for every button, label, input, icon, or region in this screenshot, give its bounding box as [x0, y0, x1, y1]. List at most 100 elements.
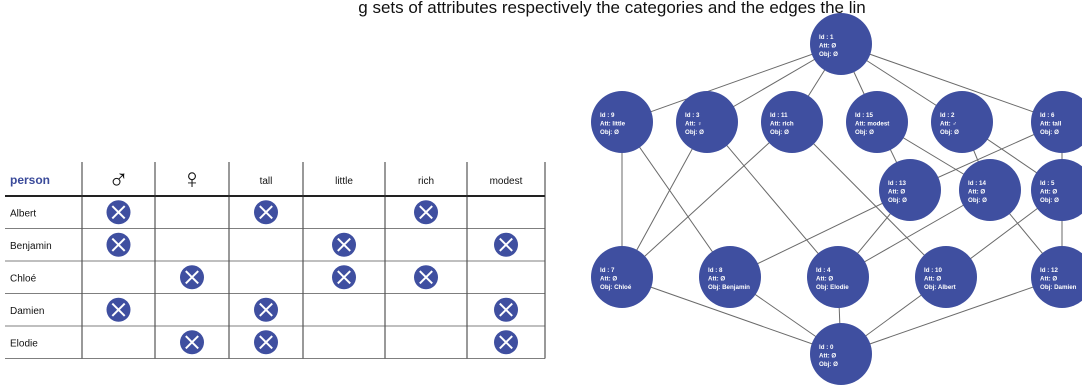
table-row-label: Albert — [10, 208, 36, 219]
lattice-edge — [729, 189, 911, 278]
table-cross-mark — [106, 297, 131, 322]
node-id-label: Id : 10 — [924, 267, 942, 274]
node-att-label: Att: Ø — [1040, 189, 1057, 196]
table-cross-mark — [106, 200, 131, 225]
node-id-label: Id : 2 — [940, 112, 955, 119]
lattice-node: Id : 3 Att: ♀Obj: Ø — [676, 91, 738, 153]
node-obj-label: Obj: Chloé — [600, 284, 632, 291]
node-id-label: Id : 9 — [600, 112, 615, 119]
table-header-cell: person — [10, 173, 50, 187]
node-id-label: Id : 8 — [708, 267, 723, 274]
table-header-cell: ♀ — [182, 163, 203, 194]
table-cross-mark — [414, 265, 438, 290]
node-att-label: Att: Ø — [819, 43, 836, 50]
caption-text: g sets of attributes respectively the ca… — [358, 0, 865, 17]
table-row-label: Chloé — [10, 273, 37, 284]
node-att-label: Att: Ø — [708, 276, 725, 283]
table-cross-mark — [106, 232, 131, 257]
node-obj-label: Obj: Ø — [1040, 129, 1059, 136]
node-att-label: Att: Ø — [819, 353, 836, 360]
lattice-edge — [621, 121, 793, 278]
node-att-label: Att: tall — [1040, 121, 1062, 128]
node-obj-label: Obj: Ø — [1040, 197, 1059, 204]
node-obj-label: Obj: Ø — [940, 129, 959, 136]
node-id-label: Id : 14 — [968, 180, 986, 187]
lattice-edge — [840, 43, 1063, 123]
lattice-edge — [621, 43, 842, 123]
node-id-label: Id : 11 — [770, 112, 788, 119]
lattice-edge — [791, 121, 947, 278]
node-id-label: Id : 6 — [1040, 112, 1055, 119]
table-header-cell: little — [335, 176, 353, 187]
node-id-label: Id : 1 — [819, 34, 834, 41]
node-id-label: Id : 13 — [888, 180, 906, 187]
table-cross-mark — [254, 200, 278, 225]
node-id-label: Id : 4 — [816, 267, 831, 274]
node-obj-label: Obj: Ø — [968, 197, 987, 204]
table-header-cell: ♂ — [108, 163, 129, 194]
node-att-label: Att: modest — [855, 121, 889, 128]
table-cross-mark — [254, 297, 278, 322]
table-row-label: Benjamin — [10, 241, 52, 252]
node-obj-label: Obj: Ø — [770, 129, 789, 136]
node-att-label: Att: ♂ — [940, 121, 957, 128]
table-cross-mark — [180, 265, 204, 290]
node-obj-label: Obj: Ø — [600, 129, 619, 136]
lattice-node: Id : 2 Att: ♂Obj: Ø — [931, 91, 993, 153]
node-obj-label: Obj: Elodie — [816, 284, 849, 291]
node-obj-label: Obj: Ø — [855, 129, 874, 136]
lattice-edge — [706, 121, 839, 278]
lattice-edge — [621, 121, 731, 278]
node-obj-label: Obj: Ø — [685, 129, 704, 136]
table-header-cell: rich — [418, 176, 434, 187]
table-row-label: Elodie — [10, 338, 38, 349]
node-obj-label: Obj: Albert — [924, 284, 956, 291]
table-cross-mark — [180, 330, 204, 355]
node-att-label: Att: rich — [770, 121, 794, 128]
node-id-label: Id : 12 — [1040, 267, 1058, 274]
node-obj-label: Obj: Benjamin — [708, 284, 750, 291]
table-cross-mark — [254, 330, 278, 355]
table-row-label: Damien — [10, 306, 44, 317]
table-cross-mark — [332, 265, 356, 290]
node-obj-label: Obj: Ø — [888, 197, 907, 204]
node-att-label: Att: Ø — [1040, 276, 1057, 283]
table-header-cell: tall — [260, 176, 273, 187]
table-cross-mark — [332, 232, 356, 257]
node-obj-label: Obj: Ø — [819, 361, 838, 368]
table-cross-mark — [494, 297, 518, 322]
node-att-label: Att: Ø — [968, 189, 985, 196]
table-cross-mark — [494, 232, 518, 257]
node-id-label: Id : 5 — [1040, 180, 1055, 187]
node-att-label: Att: Ø — [888, 189, 905, 196]
table-cross-mark — [494, 330, 518, 355]
lattice-edge — [840, 276, 1063, 355]
table-cross-mark — [414, 200, 438, 225]
node-att-label: Att: Ø — [816, 276, 833, 283]
lattice-edge — [621, 276, 842, 355]
node-id-label: Id : 0 — [819, 344, 834, 351]
node-id-label: Id : 15 — [855, 112, 873, 119]
node-att-label: Att: Ø — [924, 276, 941, 283]
node-att-label: Att: little — [600, 121, 626, 128]
node-obj-label: Obj: Ø — [819, 51, 838, 58]
node-att-label: Att: ♀ — [685, 121, 702, 128]
node-id-label: Id : 3 — [685, 112, 700, 119]
